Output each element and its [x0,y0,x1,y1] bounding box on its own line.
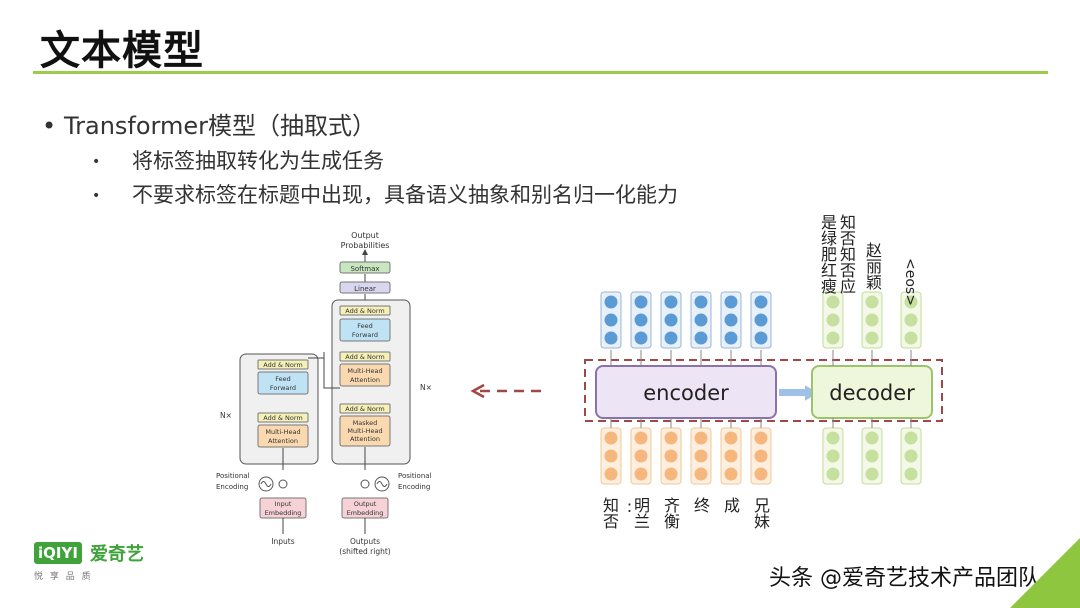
sub-bullet-1: •将标签抽取转化为生成任务 [92,149,384,173]
outputs-label: Outputs [350,537,380,546]
encoder-input-column [750,427,772,485]
encoder-feed-forward [257,371,309,395]
encoder-output-column [720,291,742,349]
encoder-input-column [600,427,622,485]
encoder-input-column [630,427,652,485]
main-bullet-text: Transformer模型（抽取式） [64,112,377,140]
masked-attention-block [339,415,391,447]
svg-text:Positional: Positional [216,472,250,480]
seq2seq-diagram: encoder decoder [584,291,943,485]
decoder-label: decoder [829,381,915,405]
softmax-label: Softmax [350,265,379,273]
iqiyi-logo: iQIYI 爱奇艺 悦 享 品 质 [34,540,144,582]
linear-block [339,281,391,294]
svg-text:Encoding: Encoding [398,483,430,491]
svg-text:Embedding: Embedding [265,509,302,517]
output-probabilities-label-1: Output [351,231,379,240]
decoder-nx-label: N× [420,383,432,392]
add-norm-label: Add & Norm [345,307,385,315]
encoder-input-column [720,427,742,485]
svg-text:Forward: Forward [270,384,296,392]
input-token-3: 明兰 [631,497,650,529]
input-token-4: 齐衡 [661,497,680,529]
svg-text:Forward: Forward [352,331,378,339]
encoder-label: encoder [643,381,729,405]
decoder-input-column [900,427,922,485]
svg-text:Add & Norm: Add & Norm [345,353,385,361]
softmax-block [339,261,391,274]
svg-text:(shifted right): (shifted right) [339,547,391,556]
main-bullet: •Transformer模型（抽取式） [42,112,377,140]
svg-text:Output: Output [354,500,377,508]
sub-bullet-text: 不要求标签在标题中出现，具备语义抽象和别名归一化能力 [132,183,678,207]
sub-bullet-2: •不要求标签在标题中出现，具备语义抽象和别名归一化能力 [92,183,678,207]
corner-decoration [1010,538,1080,608]
output-token-1: 是绿肥红瘦 [818,214,837,294]
encoder-output-column [630,291,652,349]
watermark-text: 头条 @爱奇艺技术产品团队 [769,566,1040,591]
svg-text:Multi-Head: Multi-Head [347,367,382,375]
svg-text:Input: Input [275,500,292,508]
decoder-output-column [900,291,922,349]
svg-text:Multi-Head: Multi-Head [347,427,382,435]
output-token-2: 知否知否应 [837,214,856,294]
decoder-input-column [822,427,844,485]
encoder-input-column [690,427,712,485]
inputs-label: Inputs [271,537,294,546]
output-probabilities-label-2: Probabilities [341,241,390,250]
input-token-5: 终 [691,497,710,513]
encoder-input-column [660,427,682,485]
encoder-box [595,365,777,419]
svg-text:Feed: Feed [357,322,373,330]
input-token-1: 知否 [600,497,619,529]
iqiyi-logo-name: 爱奇艺 [90,544,145,565]
title-underline [33,71,1048,74]
encoder-output-column [660,291,682,349]
svg-text:Masked: Masked [353,419,378,427]
sub-bullet-text: 将标签抽取转化为生成任务 [132,149,384,173]
encoder-nx-label: N× [220,411,232,420]
decoder-input-column [861,427,883,485]
encoder-output-column [750,291,772,349]
slide-title: 文本模型 [40,28,204,74]
output-token-3: 赵丽颖 [863,242,882,290]
svg-text:Feed: Feed [275,375,291,383]
svg-text:Positional: Positional [398,472,432,480]
decoder-output-column [822,291,844,349]
output-token-4: <eos> [902,258,918,306]
svg-text:Add & Norm: Add & Norm [263,414,303,422]
input-token-7: 兄妹 [751,497,770,529]
svg-text:Attention: Attention [350,435,380,443]
decoder-multi-head-attention [339,363,391,387]
svg-text:Encoding: Encoding [216,483,248,491]
encoder-output-column [690,291,712,349]
iqiyi-logo-slogan: 悦 享 品 质 [34,572,93,582]
transformer-diagram: Output Probabilities Softmax Linear Add … [216,231,432,556]
dashed-arrow-left [470,383,542,399]
svg-text:Embedding: Embedding [347,509,384,517]
svg-text:Add & Norm: Add & Norm [263,361,303,369]
input-token-6: 成 [721,497,740,513]
input-token-2: : [620,497,639,516]
linear-label: Linear [354,285,376,293]
svg-text:Attention: Attention [268,437,298,445]
encoder-output-column [600,291,622,349]
decoder-output-column [861,291,883,349]
svg-text:Attention: Attention [350,376,380,384]
decoder-feed-forward [339,318,391,342]
svg-text:Add & Norm: Add & Norm [345,405,385,413]
encoder-multi-head-attention [257,424,309,448]
svg-text:Multi-Head: Multi-Head [265,428,300,436]
iqiyi-logo-mark: iQIYI [34,542,82,564]
